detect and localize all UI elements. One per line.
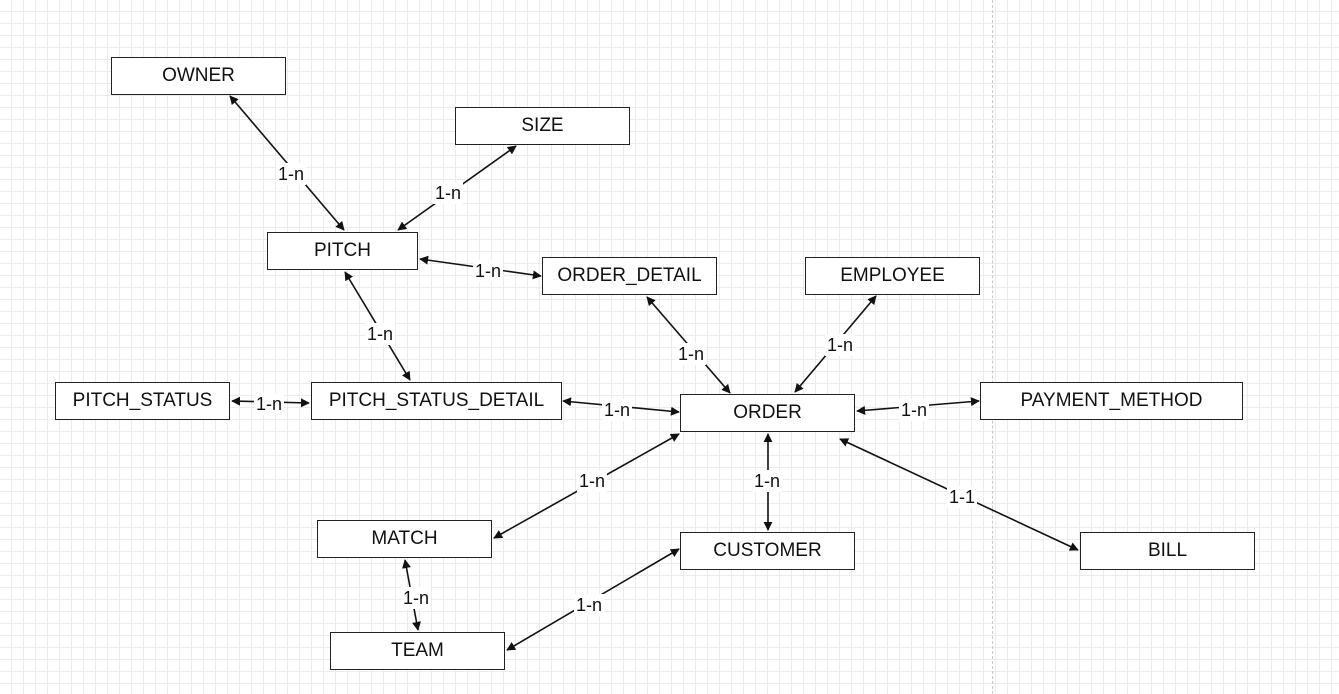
relationship-label-pitch_status_detail-order: 1-n [604, 400, 630, 420]
relationship-label-pitch_status-pitch_status_detail: 1-n [256, 394, 282, 414]
entity-pitch-status[interactable]: PITCH_STATUS [55, 382, 230, 420]
relationship-label-employee-order: 1-n [827, 335, 853, 355]
relationship-label-size-pitch: 1-n [435, 183, 461, 203]
entity-payment-method[interactable]: PAYMENT_METHOD [980, 382, 1243, 420]
relationship-label-bg [577, 470, 607, 492]
relationship-label-bg [752, 470, 782, 492]
relationship-label-bg [947, 486, 977, 508]
entity-employee[interactable]: EMPLOYEE [805, 257, 980, 295]
relationship-label-order-customer: 1-n [754, 471, 780, 491]
entity-team[interactable]: TEAM [330, 632, 505, 670]
relationship-label-pitch-pitch_status_detail: 1-n [367, 324, 393, 344]
relationship-label-pitch-order_detail: 1-n [475, 261, 501, 281]
relationship-label-bg [401, 587, 431, 609]
relationship-label-order-match: 1-n [579, 471, 605, 491]
entity-order-detail[interactable]: ORDER_DETAIL [542, 257, 717, 295]
relationship-label-bg [574, 594, 604, 616]
relationship-label-bg [899, 399, 929, 421]
entity-pitch[interactable]: PITCH [267, 232, 418, 270]
relationship-label-customer-team: 1-n [576, 595, 602, 615]
relationship-label-bg [254, 393, 284, 415]
entity-customer[interactable]: CUSTOMER [680, 532, 855, 570]
relationship-label-bg [676, 343, 706, 365]
relationship-label-bg [473, 260, 503, 282]
relationship-label-bg [602, 399, 632, 421]
relationship-label-owner-pitch: 1-n [278, 164, 304, 184]
relationship-label-bg [433, 182, 463, 204]
page-divider [992, 0, 993, 694]
entity-size[interactable]: SIZE [455, 107, 630, 145]
entity-owner[interactable]: OWNER [111, 57, 286, 95]
relationship-label-order-bill: 1-1 [949, 487, 975, 507]
relationship-label-bg [365, 323, 395, 345]
entity-order[interactable]: ORDER [680, 394, 855, 432]
relationship-label-order_detail-order: 1-n [678, 344, 704, 364]
relationship-label-order-payment_method: 1-n [901, 400, 927, 420]
entity-pitch-status-detail[interactable]: PITCH_STATUS_DETAIL [311, 382, 562, 420]
relationship-label-bg [276, 163, 306, 185]
entity-match[interactable]: MATCH [317, 520, 492, 558]
relationship-label-match-team: 1-n [403, 588, 429, 608]
entity-bill[interactable]: BILL [1080, 532, 1255, 570]
relationship-label-bg [825, 334, 855, 356]
